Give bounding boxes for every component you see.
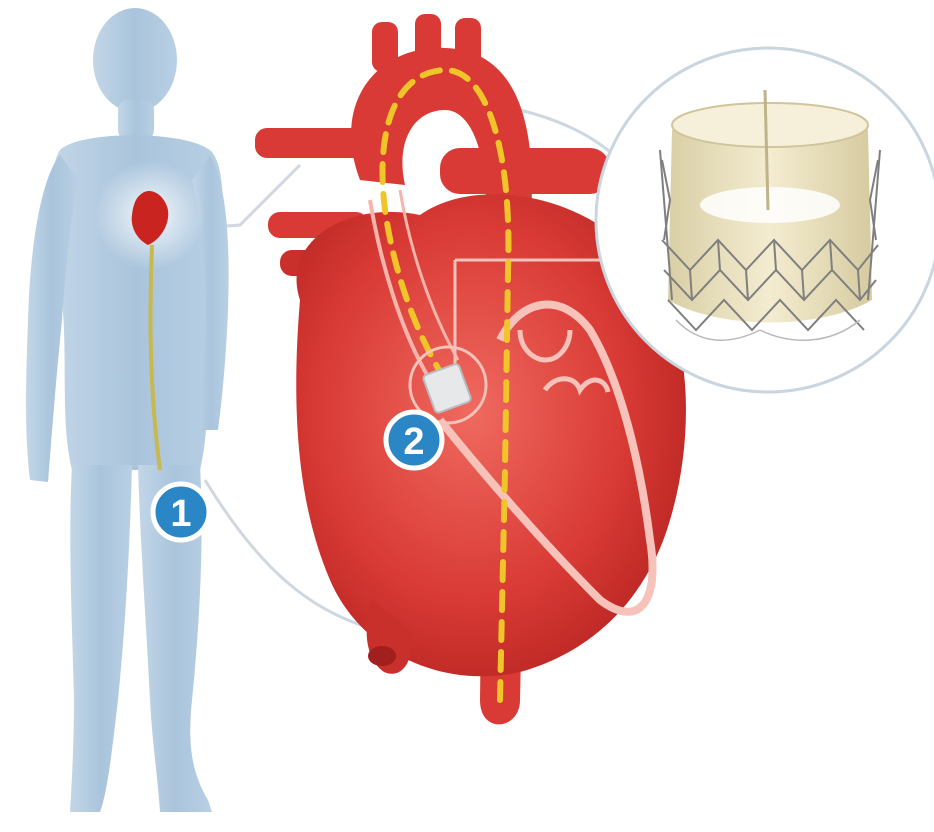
marker-1: 1 (153, 484, 209, 540)
marker-2-label: 2 (403, 421, 424, 463)
valve-zoom-callout (596, 48, 934, 392)
marker-2: 2 (386, 412, 442, 468)
human-silhouette-icon (26, 8, 229, 812)
transcatheter-valve-icon (660, 90, 880, 340)
marker-1-label: 1 (170, 493, 191, 535)
heart-anatomy-icon (255, 14, 686, 724)
